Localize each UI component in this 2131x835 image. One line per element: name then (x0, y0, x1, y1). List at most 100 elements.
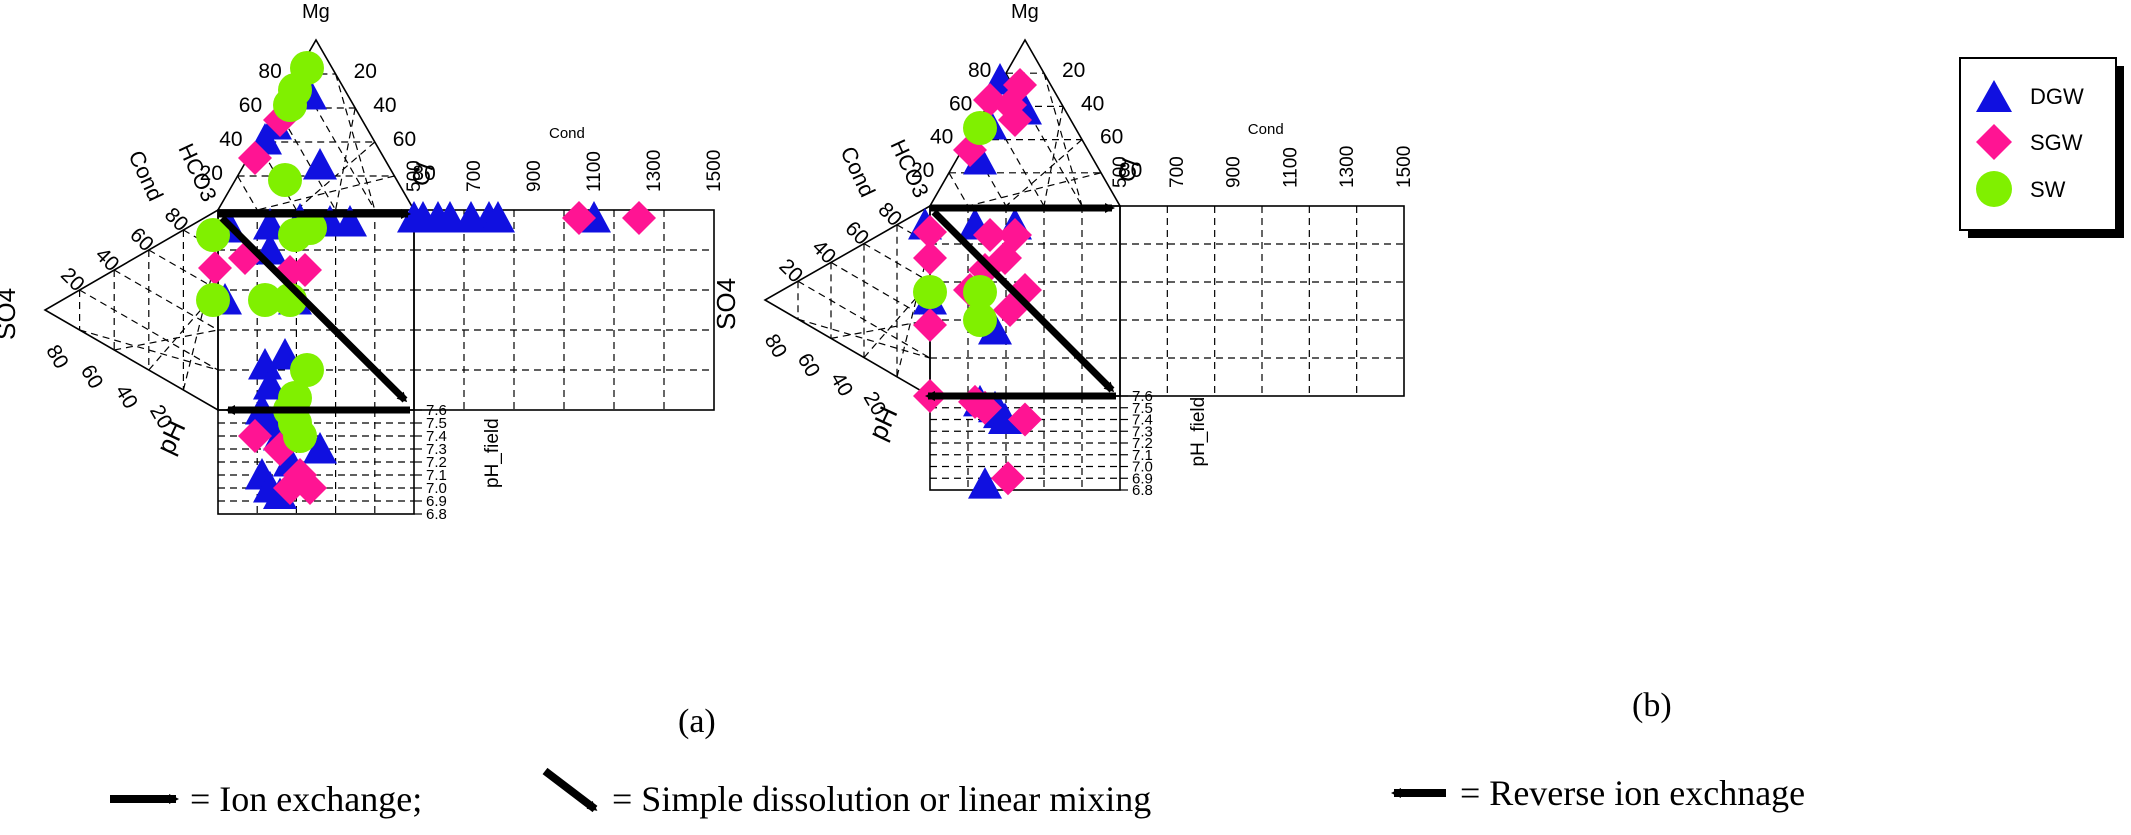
data-point-sgw (998, 103, 1032, 137)
ternary-tick-label: 40 (91, 243, 124, 276)
apex-label: Mg (1011, 1, 1039, 23)
data-point-dgw (968, 467, 1002, 499)
data-point-sw (278, 73, 312, 107)
data-point-sw (196, 283, 230, 317)
ternary-tick-label: 20 (354, 60, 377, 83)
data-point-sgw (238, 419, 272, 453)
grid-line (183, 229, 219, 251)
legend-dgw-marker (1976, 80, 2012, 112)
apex-label: Mg (302, 1, 330, 23)
ph-tick-label: 7.3 (1132, 423, 1153, 440)
ternary-tick-label: 80 (160, 203, 193, 236)
caption-dissolution: = Simple dissolution or linear mixing (612, 779, 1151, 819)
ternary-tick-label: 80 (968, 59, 991, 82)
ternary-tick-label: 20 (774, 254, 807, 287)
ternary-tick-label: 40 (373, 94, 396, 117)
grid-line (797, 280, 931, 359)
data-point-sw (283, 419, 317, 453)
ternary-tick-label: 20 (200, 162, 223, 185)
ph-tick-label: 6.8 (1132, 482, 1153, 499)
cond-tick-label: 900 (1224, 156, 1245, 188)
left-axis-label: SO4 (711, 278, 741, 330)
ternary-tick-label: 20 (911, 159, 934, 182)
cond-tick-label: 1500 (1394, 146, 1415, 188)
data-point-sw (248, 283, 282, 317)
data-point-sgw (913, 215, 947, 249)
data-point-sgw (1008, 402, 1042, 437)
ternary-tick-label: 60 (793, 349, 825, 381)
ternary-tick-label: 80 (1119, 159, 1142, 182)
ternary-tick-label: 40 (930, 126, 953, 149)
ph-tick-label: 7.1 (426, 467, 447, 484)
cond-tick-label: 500 (404, 160, 425, 192)
cond-tick-label: 1500 (704, 150, 725, 192)
cond-tick-label: 500 (1110, 156, 1131, 188)
cond-tick-label: 700 (464, 160, 485, 192)
cond-axis-label: Cond (549, 125, 585, 142)
legend-sw-marker (1976, 171, 2012, 207)
grid-line (797, 318, 931, 359)
cond-tick-label: 700 (1167, 156, 1188, 188)
data-point-sw (963, 111, 997, 145)
grid-line (79, 289, 219, 371)
ph-axis-label: pH_field (482, 418, 503, 488)
cond-tick-label: 1100 (1280, 147, 1301, 188)
data-point-sw (290, 353, 324, 387)
data-point-dgw (481, 201, 515, 233)
legend-sw-label: SW (2030, 177, 2066, 202)
ph-tick-label: 6.8 (426, 506, 447, 523)
ph-tick-label: 7.4 (426, 428, 447, 445)
ph-tick-label: 7.5 (426, 415, 447, 432)
ph-tick-label: 7.5 (1132, 400, 1153, 417)
ph-tick-label: 7.1 (1132, 447, 1153, 464)
data-point-sw (963, 275, 997, 309)
ph-tick-label: 7.3 (426, 441, 447, 458)
ternary-tick-label: 60 (1100, 126, 1123, 149)
dissolution-arrow-icon (542, 767, 598, 813)
caption-reverse: = Reverse ion exchnage (1460, 773, 1805, 813)
data-point-dgw (963, 143, 997, 175)
ph-tick-label: 7.2 (1132, 435, 1153, 452)
ternary-tick-label: 20 (1062, 59, 1085, 82)
dissolution-arrow (219, 215, 408, 403)
ternary-tick-label: 20 (56, 263, 89, 296)
ternary-tick-label: 60 (949, 92, 972, 115)
data-point-sgw (913, 308, 947, 342)
ph-tick-label: 7.0 (1132, 459, 1153, 476)
grid-line (79, 329, 219, 371)
ph-tick-label: 7.4 (1132, 412, 1153, 429)
data-point-sgw (1003, 68, 1037, 102)
data-point-sw (196, 218, 230, 252)
ternary-tick-label: 80 (41, 341, 73, 373)
ternary-tick-label: 40 (110, 381, 142, 413)
ternary-tick-label: 80 (258, 60, 281, 83)
ph-tick-label: 7.6 (426, 402, 447, 419)
ternary-tick-label: 40 (219, 128, 242, 151)
data-point-dgw (333, 205, 367, 237)
panel-b-chart: MgClSO4HCO3CondpHCondpH_field20406080806… (711, 1, 1415, 499)
data-point-sgw (288, 253, 322, 287)
data-point-sgw (293, 471, 327, 505)
grid-line (237, 175, 258, 211)
data-point-sgw (993, 293, 1027, 327)
legend: DGW SGW SW (1959, 57, 2124, 238)
data-point-dgw (303, 432, 337, 464)
data-point-dgw (253, 368, 287, 400)
panel-a-chart: MgClSO4HCO3CondpHCondpH_field20406080806… (0, 1, 725, 523)
ph-tick-label: 7.0 (426, 480, 447, 497)
ph-tick-label: 7.2 (426, 454, 447, 471)
ternary-tick-label: 60 (840, 217, 873, 250)
top-left-sub-label: Cond (123, 147, 168, 205)
grid-line (1043, 106, 1064, 207)
ternary-tick-label: 40 (807, 236, 840, 269)
ternary-tick-label: 80 (760, 330, 792, 362)
grid-line (296, 141, 376, 211)
cond-tick-label: 900 (524, 160, 545, 192)
grid-line (948, 172, 969, 207)
ph-tick-label: 6.9 (1132, 470, 1153, 487)
grid-line (276, 107, 337, 211)
legend-sgw-label: SGW (2030, 130, 2083, 155)
grid-line (863, 281, 931, 358)
data-point-sw (278, 218, 312, 252)
